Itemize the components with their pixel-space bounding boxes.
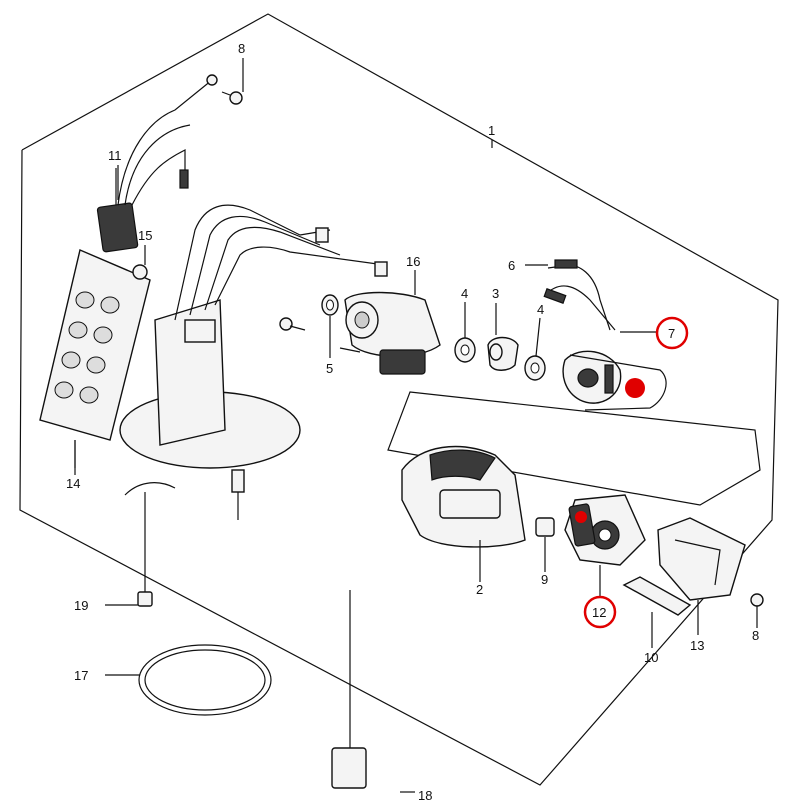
- callout-15: 15: [138, 228, 152, 243]
- screw-part: [279, 317, 306, 331]
- connector-bracket-part: [39, 249, 151, 468]
- callout-16: 16: [406, 254, 420, 269]
- fuel-pump-part: [339, 291, 441, 375]
- leader-lines: [74, 58, 758, 793]
- o-ring-part: [524, 355, 546, 381]
- highlight-dot: [575, 511, 587, 523]
- pump-cover-part: [657, 517, 746, 601]
- callout-19: 19: [74, 598, 88, 613]
- bolt-part: [137, 591, 153, 607]
- washer-part: [321, 294, 339, 316]
- small-screw-part: [543, 259, 578, 304]
- callout-13: 13: [690, 638, 704, 653]
- rubber-pad-part: [622, 576, 692, 616]
- clip-part: [132, 264, 148, 280]
- spacer-part: [535, 517, 555, 537]
- assembly-boundary: [19, 13, 779, 786]
- bolt-part: [750, 593, 764, 618]
- callout-8-top: 8: [238, 41, 245, 56]
- callout-5: 5: [326, 361, 333, 376]
- wire-harness-part: [96, 74, 218, 253]
- pump-frame-part: [119, 204, 388, 520]
- pump-housing-part: [401, 445, 526, 548]
- highlight-dot: [625, 378, 645, 398]
- strainer-cap-part: [487, 336, 519, 371]
- gasket-part: [138, 644, 272, 716]
- bolt-part: [221, 91, 243, 105]
- fitting-part: [331, 590, 367, 789]
- pump-bracket-part: [564, 494, 646, 566]
- callout-3: 3: [492, 286, 499, 301]
- callout-9: 9: [541, 572, 548, 587]
- highlight-ring-12: [583, 595, 617, 629]
- highlight-ring-7: [655, 316, 689, 350]
- o-ring-part: [454, 337, 476, 363]
- callout-labels: 8 1 11 15 16 6 4 3 4 7 5 14 2 9 12 13 8 …: [66, 41, 759, 800]
- callout-12: 12: [592, 605, 606, 620]
- callout-10: 10: [644, 650, 658, 665]
- callout-4-right: 4: [537, 302, 544, 317]
- callout-6: 6: [508, 258, 515, 273]
- callout-17: 17: [74, 668, 88, 683]
- callout-1: 1: [488, 123, 495, 138]
- subassembly-box: [387, 391, 761, 506]
- callout-11: 11: [108, 148, 122, 163]
- callout-8-right: 8: [752, 628, 759, 643]
- callout-4-left: 4: [461, 286, 468, 301]
- callout-2: 2: [476, 582, 483, 597]
- callout-18: 18: [418, 788, 432, 800]
- fuel-sender-part: [544, 263, 667, 411]
- callout-14: 14: [66, 476, 80, 491]
- callout-7: 7: [668, 326, 675, 341]
- highlight-marks: [575, 316, 689, 629]
